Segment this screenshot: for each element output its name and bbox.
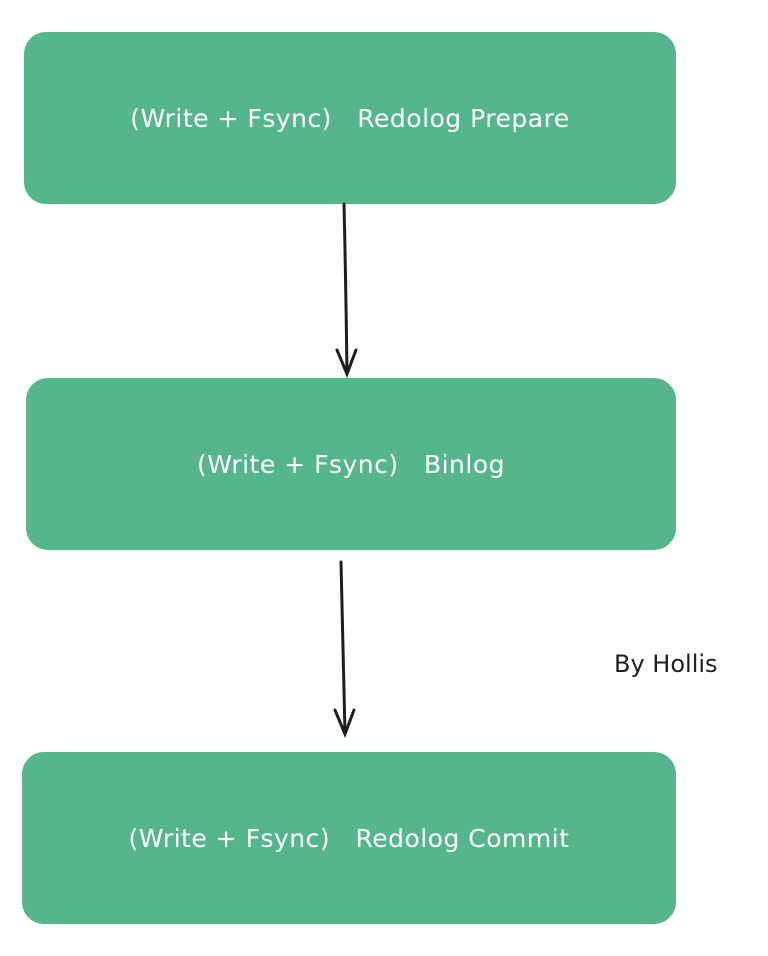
step-label: (Write + Fsync) Redolog Prepare (130, 103, 570, 133)
author-signature: By Hollis (614, 650, 718, 678)
step-label: (Write + Fsync) Binlog (196, 449, 506, 479)
step-redolog-commit: (Write + Fsync) Redolog Commit (22, 752, 676, 924)
arrow-1 (335, 202, 358, 379)
step-redolog-prepare: (Write + Fsync) Redolog Prepare (24, 32, 676, 204)
arrow-2 (333, 560, 356, 739)
step-binlog: (Write + Fsync) Binlog (26, 378, 676, 550)
step-label: (Write + Fsync) Redolog Commit (128, 823, 570, 853)
